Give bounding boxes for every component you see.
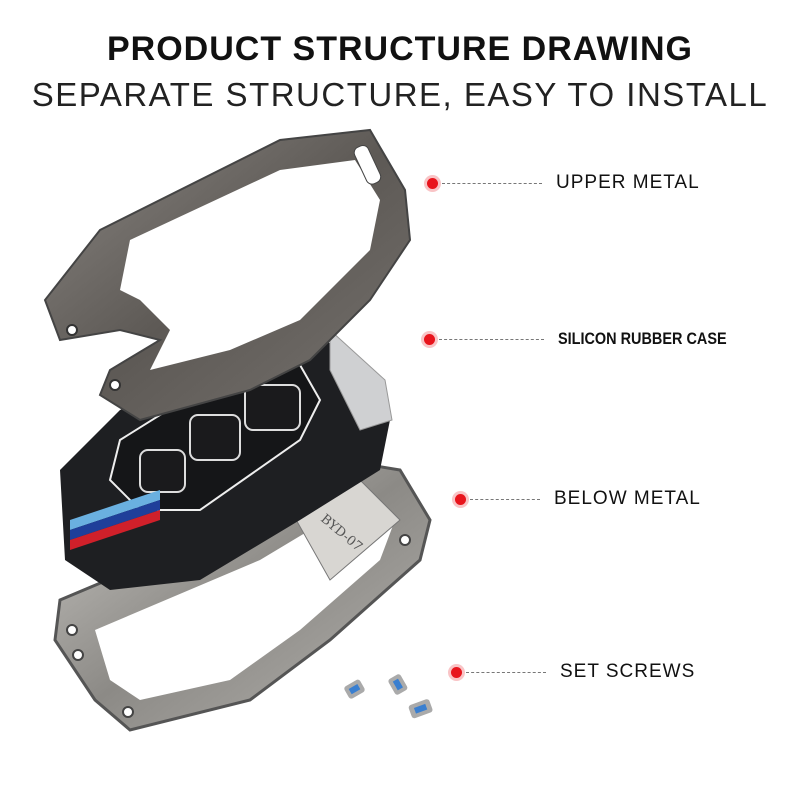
upper-metal-frame — [43, 128, 412, 422]
callout-below-metal: BELOW METAL — [455, 487, 701, 511]
page-title: PRODUCT STRUCTURE DRAWING — [107, 30, 693, 68]
leader-line — [439, 338, 544, 340]
callout-label: UPPER METAL — [556, 172, 700, 193]
page-subtitle: SEPARATE STRUCTURE, EASY TO INSTALL — [31, 76, 769, 113]
callout-upper-metal: UPPER METAL — [427, 171, 700, 195]
callout-set-screws: SET SCREWS — [451, 660, 695, 684]
marker-dot-icon — [424, 333, 435, 345]
callout-label: SILICON RUBBER CASE — [558, 329, 727, 348]
callout-label: BELOW METAL — [554, 488, 701, 509]
callout-silicon-rubber-case: SILICON RUBBER CASE — [424, 327, 756, 351]
below-metal-frame: BYD-07 — [53, 458, 432, 732]
marker-dot-icon — [455, 493, 466, 505]
set-screws — [344, 674, 433, 719]
leader-line — [466, 671, 546, 673]
leader-line — [442, 182, 542, 184]
callout-label: SET SCREWS — [560, 661, 696, 682]
silicon-rubber-case — [60, 328, 393, 590]
marker-dot-icon — [451, 666, 462, 678]
leader-line — [470, 498, 540, 500]
marker-dot-icon — [427, 177, 438, 189]
